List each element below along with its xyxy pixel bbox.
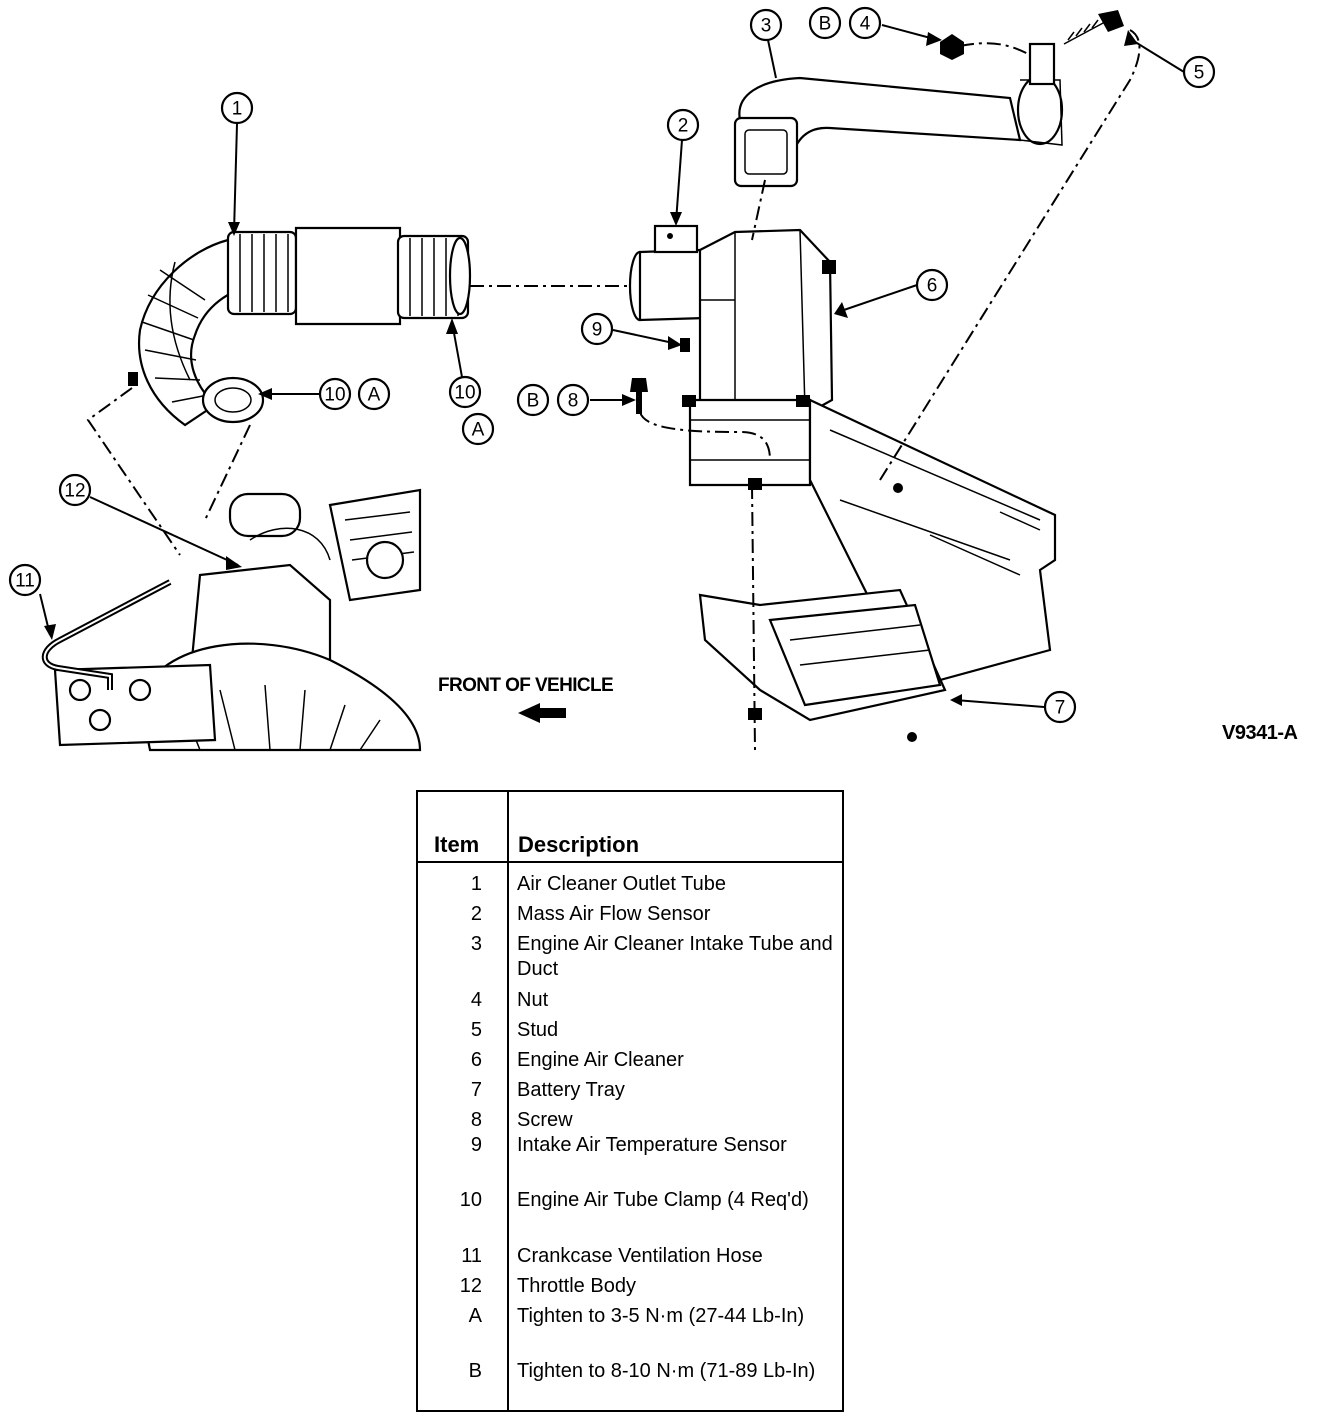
legend-item-number: 12 xyxy=(459,1275,482,1297)
legend-item-description: Tighten to 8-10 N·m (71-89 Lb-In) xyxy=(517,1360,816,1382)
intake-tube-and-duct xyxy=(733,42,1064,188)
legend-item-description: Stud xyxy=(517,1019,559,1041)
legend-item-number: 11 xyxy=(461,1245,482,1267)
front-arrow-icon xyxy=(518,703,566,723)
svg-text:10: 10 xyxy=(454,383,475,404)
legend-item-description: Tighten to 3-5 N·m (27-44 Lb-In) xyxy=(517,1305,805,1327)
svg-text:4: 4 xyxy=(860,14,871,35)
callout-8: 8 xyxy=(556,383,590,417)
callout-4: 4 xyxy=(848,6,882,40)
callout-10-upper: 10 xyxy=(448,375,482,409)
legend-header-item: Item xyxy=(434,832,480,857)
engine-air-cleaner xyxy=(680,228,836,490)
svg-text:10: 10 xyxy=(324,385,345,406)
legend-item-number: A xyxy=(468,1305,482,1327)
svg-text:6: 6 xyxy=(927,276,938,297)
legend-header-description: Description xyxy=(518,832,640,857)
callout-9: 9 xyxy=(580,312,614,346)
throttle-body-engine-view xyxy=(53,488,422,752)
legend-table: Item Description 1 Air Cleaner Outlet Tu… xyxy=(416,790,844,1412)
svg-text:12: 12 xyxy=(64,481,85,502)
header-divider xyxy=(418,861,842,863)
callout-10-lower: 10 xyxy=(318,377,352,411)
callout-b-nut: B xyxy=(808,6,842,40)
nut xyxy=(940,34,964,60)
legend-item-number: 2 xyxy=(470,903,482,925)
svg-text:B: B xyxy=(527,391,540,412)
figure-id: V9341-A xyxy=(1222,722,1298,744)
legend-item-description: Engine Air Tube Clamp (4 Req'd) xyxy=(517,1189,809,1211)
svg-text:1: 1 xyxy=(232,99,243,120)
legend-item-number: 1 xyxy=(470,873,482,895)
legend-item-number: 4 xyxy=(470,989,482,1011)
legend-item-description: Air Cleaner Outlet Tube xyxy=(517,873,726,895)
callout-12: 12 xyxy=(58,473,92,507)
stud xyxy=(1063,10,1124,45)
svg-text:7: 7 xyxy=(1055,698,1066,719)
svg-text:3: 3 xyxy=(761,16,772,37)
callout-a-upper: A xyxy=(461,412,495,446)
legend-item-number: 7 xyxy=(470,1079,482,1101)
svg-text:9: 9 xyxy=(592,320,603,341)
leader-lines xyxy=(39,24,1185,708)
svg-text:A: A xyxy=(368,385,381,406)
callout-2: 2 xyxy=(666,108,700,142)
legend-item-number: 10 xyxy=(459,1189,482,1211)
svg-text:A: A xyxy=(472,420,485,441)
legend-item-description: Engine Air Cleaner Intake Tube and Duct xyxy=(517,933,833,980)
battery-tray-and-fender xyxy=(698,398,1057,742)
callout-7: 7 xyxy=(1043,690,1077,724)
callout-a-lower: A xyxy=(357,377,391,411)
legend-item-description: Nut xyxy=(517,989,549,1011)
air-cleaner-outlet-tube xyxy=(128,226,472,427)
legend-item-number: 5 xyxy=(470,1019,482,1041)
exploded-view-drawing: 1 2 3 B 4 5 6 9 B 8 10 A xyxy=(8,6,1216,752)
callout-11: 11 xyxy=(8,563,42,597)
svg-text:B: B xyxy=(819,14,832,35)
legend-item-description: Engine Air Cleaner xyxy=(517,1049,684,1071)
svg-text:2: 2 xyxy=(678,116,689,137)
screw xyxy=(630,378,648,414)
callout-1: 1 xyxy=(220,91,254,125)
callout-b-screw: B xyxy=(516,383,550,417)
callout-3: 3 xyxy=(749,8,783,42)
crankcase-ventilation-hose xyxy=(41,579,172,690)
legend-item-number: B xyxy=(468,1360,482,1382)
callout-5: 5 xyxy=(1182,55,1216,89)
callout-6: 6 xyxy=(915,268,949,302)
legend-item-number: 3 xyxy=(470,933,482,955)
mass-air-flow-sensor xyxy=(628,224,707,322)
legend-item-number: 6 xyxy=(470,1049,482,1071)
legend-item-description: Screw xyxy=(517,1109,573,1131)
legend-item-description: Crankcase Ventilation Hose xyxy=(517,1245,763,1267)
assembly-lines xyxy=(86,29,1141,751)
legend-item-description: Battery Tray xyxy=(517,1079,625,1101)
legend-item-description: Mass Air Flow Sensor xyxy=(517,903,711,925)
front-of-vehicle-label: FRONT OF VEHICLE xyxy=(438,675,614,696)
svg-text:8: 8 xyxy=(568,391,579,412)
arrowheads xyxy=(44,30,1138,706)
svg-text:11: 11 xyxy=(15,571,35,592)
legend-item-number: 8 xyxy=(470,1109,482,1131)
legend-item-description: Throttle Body xyxy=(517,1275,636,1297)
svg-text:5: 5 xyxy=(1194,63,1205,84)
column-divider xyxy=(507,792,509,1410)
legend-item-number: 9 xyxy=(470,1134,482,1156)
legend-item-description: Intake Air Temperature Sensor xyxy=(517,1134,787,1156)
